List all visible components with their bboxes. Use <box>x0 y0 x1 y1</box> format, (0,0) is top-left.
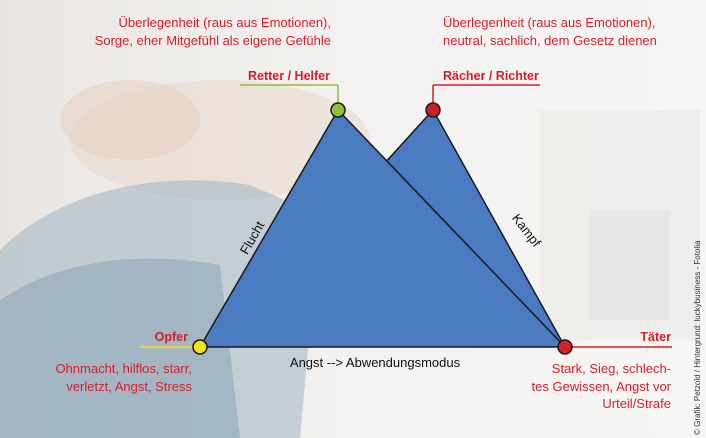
retter-node <box>330 102 346 118</box>
image-credit: © Grafik: Petzold / Hintergrund: luckybu… <box>693 240 702 435</box>
opfer-node <box>192 339 208 355</box>
retter-triangle <box>199 109 566 348</box>
raecher-node <box>425 102 441 118</box>
retter-description: Überlegenheit (raus aus Emotionen), Sorg… <box>0 14 331 49</box>
opfer-description-line: verletzt, Angst, Stress <box>66 378 192 394</box>
raecher-description: Überlegenheit (raus aus Emotionen), neut… <box>443 14 683 49</box>
base-edge-label: Angst --> Abwendungsmodus <box>290 355 461 370</box>
raecher-label: Rächer / Richter <box>443 69 539 83</box>
opfer-label: Opfer <box>154 330 188 344</box>
opfer-description-line: Ohnmacht, hilflos, starr, <box>55 361 192 376</box>
taeter-node <box>557 339 573 355</box>
retter-description-line: Überlegenheit (raus aus Emotionen), <box>118 15 331 30</box>
taeter-description-line: Stark, Sieg, schlech- <box>551 361 671 376</box>
raecher-description-line: neutral, sachlich, dem Gesetz dienen <box>443 32 657 48</box>
opfer-description: Ohnmacht, hilflos, starr, verletzt, Angs… <box>0 360 192 395</box>
raecher-description-line: Überlegenheit (raus aus Emotionen), <box>443 15 656 30</box>
retter-label: Retter / Helfer <box>248 69 330 83</box>
taeter-description: Stark, Sieg, schlech- tes Gewissen, Angs… <box>520 360 671 413</box>
retter-description-line: Sorge, eher Mitgefühl als eigene Gefühle <box>94 32 331 48</box>
taeter-description-line: tes Gewissen, Angst vor <box>531 378 671 394</box>
taeter-label: Täter <box>640 330 671 344</box>
taeter-description-line: Urteil/Strafe <box>602 396 671 412</box>
